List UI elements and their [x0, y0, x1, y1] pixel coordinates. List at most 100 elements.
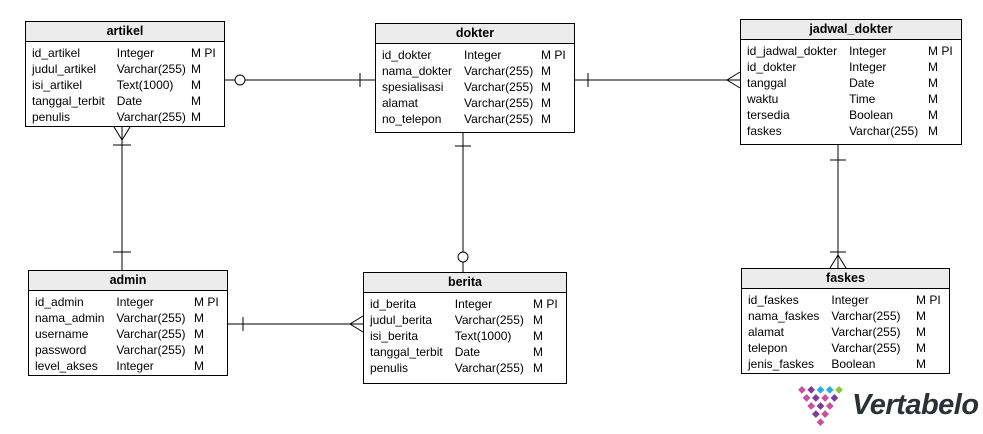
column-type: Varchar(255) [464, 80, 534, 94]
column-type: Varchar(255) [116, 62, 186, 76]
table-name[interactable]: jadwal_dokter [741, 20, 961, 40]
column-name: penulis [370, 361, 409, 375]
column-name: faskes [747, 124, 782, 138]
column-flags: M [533, 329, 543, 343]
column-type: Date [454, 345, 481, 359]
column-flags: M [194, 311, 204, 325]
vertabelo-branding[interactable]: Vertabelo [797, 383, 979, 428]
column-flags: M PI [541, 48, 566, 62]
column-type: Varchar(255) [454, 313, 524, 327]
column-type: Integer [464, 48, 502, 62]
column-name: spesialisasi [382, 80, 444, 94]
column-flags: M [541, 64, 551, 78]
table-row: tanggal_terbit Date M [364, 344, 566, 360]
column-name: id_berita [370, 297, 417, 311]
table-row: id_dokter Integer M PI [376, 47, 574, 63]
column-name: jenis_faskes [748, 357, 815, 371]
column-name: id_artikel [32, 46, 81, 60]
column-flags: M [928, 124, 938, 138]
column-flags: M [191, 94, 201, 108]
column-type: Integer [116, 359, 154, 373]
column-type: Varchar(255) [464, 112, 534, 126]
table-name[interactable]: admin [29, 271, 227, 291]
column-name: id_dokter [382, 48, 432, 62]
column-name: nama_admin [35, 311, 105, 325]
column-name: isi_berita [370, 329, 419, 343]
vertabelo-wordmark: Vertabelo [852, 389, 979, 421]
column-type: Time [849, 92, 876, 106]
table-name[interactable]: dokter [376, 24, 574, 44]
table-name[interactable]: artikel [26, 22, 224, 42]
column-type: Date [849, 76, 875, 90]
column-flags: M [533, 345, 543, 359]
column-type: Varchar(255) [849, 124, 919, 138]
relationship-artikel-admin [113, 126, 131, 270]
column-name: id_faskes [748, 293, 799, 307]
table-row: nama_admin Varchar(255) M [29, 310, 227, 326]
column-type: Varchar(255) [116, 311, 186, 325]
column-flags: M PI [533, 297, 558, 311]
table-row: faskes Varchar(255) M [741, 123, 961, 139]
column-flags: M [194, 359, 204, 373]
cardinality-zero-circle [234, 74, 246, 86]
column-type: Integer [849, 60, 887, 74]
column-name: id_jadwal_dokter [747, 44, 838, 58]
crow-foot-icon [349, 315, 364, 333]
column-flags: M [191, 78, 201, 92]
table-name[interactable]: berita [364, 273, 566, 293]
column-type: Text(1000) [454, 329, 512, 343]
table-name[interactable]: faskes [742, 269, 949, 289]
column-type: Varchar(255) [831, 309, 901, 323]
column-name: alamat [382, 96, 419, 110]
column-flags: M [533, 313, 543, 327]
column-name: id_admin [35, 295, 84, 309]
vertabelo-logo-icon [797, 384, 844, 427]
column-flags: M [928, 60, 938, 74]
column-type: Integer [116, 295, 154, 309]
column-flags: M [541, 80, 551, 94]
column-name: isi_artikel [32, 78, 83, 92]
column-name: alamat [748, 325, 785, 339]
column-flags: M [194, 327, 204, 341]
column-name: tanggal_terbit [370, 345, 443, 359]
column-type: Varchar(255) [464, 96, 534, 110]
column-name: judul_artikel [32, 62, 97, 76]
column-type: Varchar(255) [116, 343, 186, 357]
column-flags: M [194, 343, 204, 357]
column-name: nama_dokter [382, 64, 453, 78]
column-flags: M [916, 357, 926, 371]
column-type: Date [116, 94, 143, 108]
crow-foot-icon [113, 126, 131, 141]
column-type: Text(1000) [116, 78, 174, 92]
